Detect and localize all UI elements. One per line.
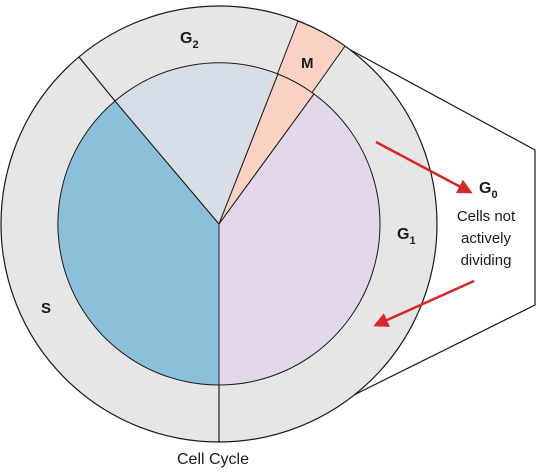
g0-label: G0 [479, 180, 498, 201]
s-label: S [41, 300, 51, 317]
g2-s-divider [78, 56, 116, 102]
caption: Cell Cycle [177, 451, 249, 468]
g0-description-line-3: dividing [461, 252, 512, 269]
g0-description-line-2: actively [461, 230, 512, 247]
g1-label: G1 [397, 226, 416, 247]
s-phase-segment [57, 100, 220, 386]
g2-label: G2 [180, 30, 199, 51]
arrow-from-g0 [373, 279, 475, 327]
arrow-to-g0 [375, 140, 473, 194]
g0-description-line-1: Cells not [457, 208, 516, 225]
g2-phase-segment [114, 62, 279, 225]
m-label: M [301, 55, 314, 72]
g1-phase-segment [218, 93, 381, 386]
